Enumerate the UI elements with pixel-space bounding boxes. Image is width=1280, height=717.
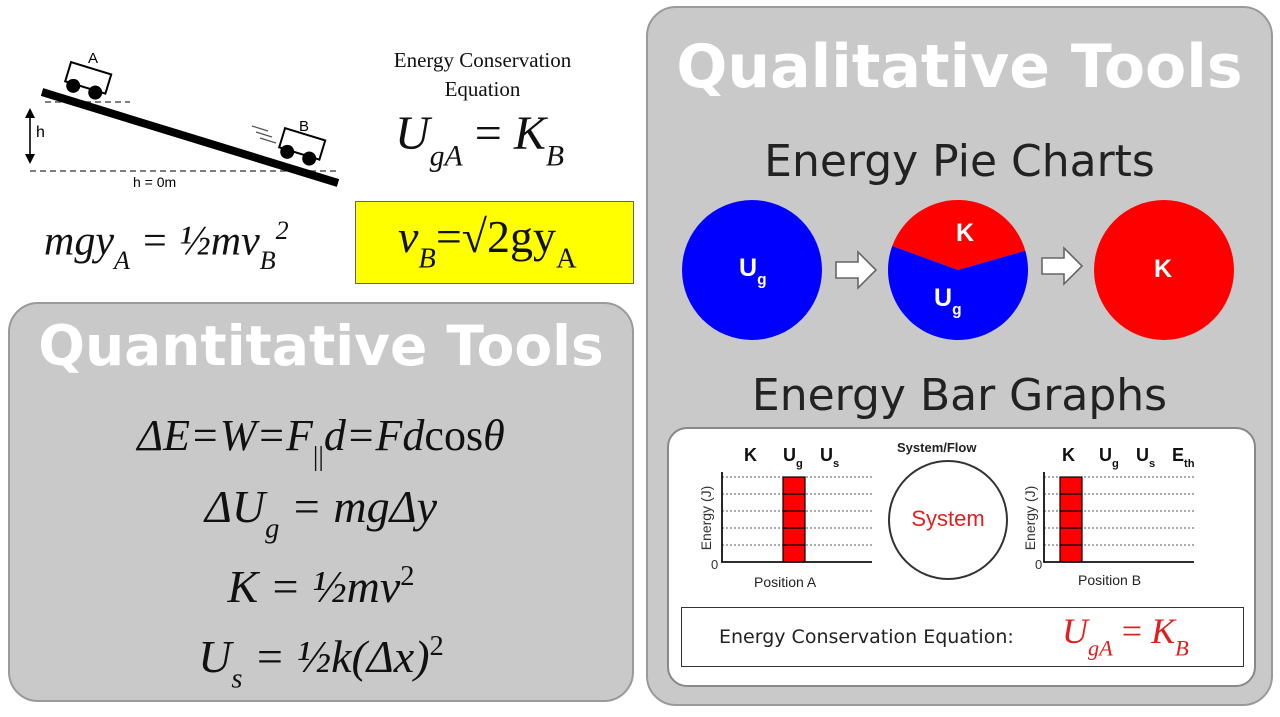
conservation-equation-box xyxy=(681,607,1244,667)
spring-pe-equation: Us = ½k(Δx)2 xyxy=(198,630,444,695)
cart-a-label: A xyxy=(88,50,99,67)
bar-a-xlabel: Position A xyxy=(754,574,817,590)
bar-ug-unit xyxy=(782,510,806,529)
pie2-k-label: K xyxy=(956,219,975,247)
pie2-slice-k xyxy=(892,200,1026,270)
bar-axes xyxy=(721,472,872,563)
ramp-line xyxy=(40,88,340,187)
bar-k-unit xyxy=(1059,510,1083,529)
system-flow-title: System/Flow xyxy=(897,440,977,455)
bar-a-col-ug: Ug xyxy=(783,445,803,471)
pie3-k-label: K xyxy=(1154,255,1173,283)
bar-ug-unit xyxy=(782,527,806,546)
energy-pie-charts xyxy=(682,200,1234,340)
cart-b-label: B xyxy=(299,118,310,135)
arrow-right-icon xyxy=(1041,246,1084,286)
quantitative-title: Quantitative Tools xyxy=(38,314,604,378)
bar-b-col-ug: Ug xyxy=(1099,445,1119,471)
bar-b-col-us: Us xyxy=(1136,445,1156,471)
bar-graph-b xyxy=(1043,472,1194,563)
bar-k-unit xyxy=(1059,527,1083,546)
bar-a-col-us: Us xyxy=(820,445,840,471)
bar-ug-unit xyxy=(782,493,806,512)
bar-ug-unit xyxy=(782,544,806,563)
pie2-slice-ug xyxy=(888,245,1028,340)
bar-a-ylabel: Energy (J) xyxy=(698,485,714,551)
bar-b-xlabel: Position B xyxy=(1078,572,1142,588)
kinetic-energy-equation: K = ½mv2 xyxy=(227,560,415,612)
pie2-ug-label: Ug xyxy=(934,284,962,319)
qualitative-title: Qualitative Tools xyxy=(676,32,1243,102)
cart-b xyxy=(277,126,327,166)
bar-graph-a xyxy=(721,472,872,563)
bar-k-unit xyxy=(1059,476,1083,495)
pie3-slice-k xyxy=(1094,200,1234,340)
gravitational-pe-equation: ΔUg = mgΔy xyxy=(204,481,438,545)
conservation-equation: UgA = KB xyxy=(395,107,565,173)
system-circle xyxy=(888,460,1008,580)
bar-axes xyxy=(1043,472,1194,563)
pie1-slice-ug xyxy=(682,200,822,340)
incline-diagram xyxy=(25,60,340,187)
arrows xyxy=(835,246,1084,290)
conservation-box-equation: UgA = KB xyxy=(1062,611,1189,661)
cart-a xyxy=(63,60,113,100)
zero-height-label: h = 0m xyxy=(133,174,177,190)
pie1-label: Ug xyxy=(739,254,767,289)
velocity-box xyxy=(355,201,634,284)
arrow-right-icon xyxy=(835,250,878,290)
motion-lines xyxy=(251,125,277,144)
bar-a-col-k: K xyxy=(744,445,757,465)
bar-b-col-k: K xyxy=(1062,445,1075,465)
bar-ug-unit xyxy=(782,476,806,495)
bar-a-zero: 0 xyxy=(711,557,719,572)
conservation-title: Energy Conservation Equation xyxy=(360,46,605,104)
bar-k-unit xyxy=(1059,544,1083,563)
conservation-title-line2: Equation xyxy=(444,77,521,101)
work-energy-equation: ΔE=W=F||d=Fdcosθ xyxy=(137,411,505,471)
bar-k-unit xyxy=(1059,493,1083,512)
pie-charts-title: Energy Pie Charts xyxy=(764,136,1155,187)
energy-equation: mgyA = ½mvB2 xyxy=(44,216,289,275)
conservation-title-line1: Energy Conservation xyxy=(393,48,572,72)
conservation-box-label: Energy Conservation Equation: xyxy=(719,626,1014,648)
bar-graphs-title: Energy Bar Graphs xyxy=(751,370,1168,421)
velocity-equation: vB=√2gyA xyxy=(398,211,577,275)
quantitative-panel xyxy=(8,302,634,702)
bar-b-col-eth: Eth xyxy=(1172,445,1195,471)
bar-b-zero: 0 xyxy=(1035,557,1043,572)
system-label: System xyxy=(911,506,985,531)
bar-b-ylabel: Energy (J) xyxy=(1022,485,1038,551)
height-label: h xyxy=(36,124,45,141)
